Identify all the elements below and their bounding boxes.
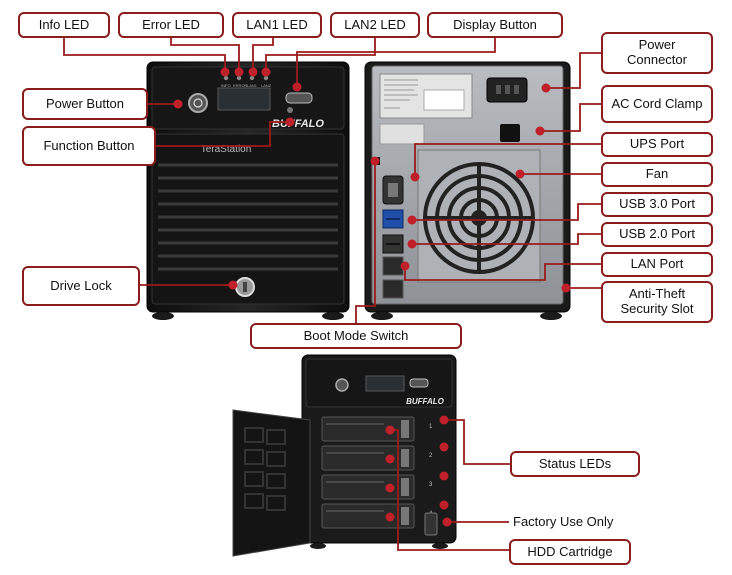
anti-theft-slot-callout: Anti-Theft Security Slot xyxy=(601,281,713,323)
open-door xyxy=(232,409,311,557)
front-grille xyxy=(158,163,338,271)
bay-number-1: 1 xyxy=(429,424,433,430)
leader-lan2-led xyxy=(265,37,376,72)
factory-port-graphic xyxy=(424,512,438,536)
leader-usb3-port xyxy=(412,203,601,221)
fan-callout: Fan xyxy=(601,162,713,187)
error-led-callout: Error LED xyxy=(118,12,224,38)
display-button-graphic xyxy=(285,92,313,104)
leader-error-led xyxy=(170,37,240,72)
function-button-graphic xyxy=(287,107,293,113)
leader-lan1-led xyxy=(252,37,274,72)
usb2-port-callout: USB 2.0 Port xyxy=(601,222,713,247)
power-button-graphic xyxy=(188,93,208,113)
info-led-callout: Info LED xyxy=(18,12,110,38)
led-label-info: INFO xyxy=(221,83,231,88)
drive-lock-callout: Drive Lock xyxy=(22,266,140,306)
bay-number-2: 2 xyxy=(429,453,433,459)
drive-bays xyxy=(321,416,415,529)
open-brand-logo: BUFFALO xyxy=(406,397,445,406)
leader-display-button xyxy=(296,37,496,87)
usb3-port-callout: USB 3.0 Port xyxy=(601,192,713,217)
leader-lan-port xyxy=(404,263,601,281)
led-label-error: ERROR xyxy=(233,83,248,88)
hdd-cartridge-callout: HDD Cartridge xyxy=(509,539,631,565)
lan2-led-callout: LAN2 LED xyxy=(330,12,420,38)
cord-clamp-graphic xyxy=(500,124,520,142)
leader-ups-port xyxy=(414,143,601,177)
open-unit: BUFFALO 1 2 3 4 xyxy=(232,354,457,557)
back-unit xyxy=(364,61,571,320)
power-connector-callout: Power Connector xyxy=(601,32,713,74)
fan-guard xyxy=(423,162,535,274)
front-unit: INFO ERROR LAN1 LAN2 BUFFALO TeraStation xyxy=(146,61,350,320)
callout-dots xyxy=(173,67,571,527)
display-button-callout: Display Button xyxy=(427,12,563,38)
leader-function-button xyxy=(156,121,290,147)
led-label-lan2: LAN2 xyxy=(261,83,272,88)
lan-port-callout: LAN Port xyxy=(601,252,713,277)
front-brand-logo: BUFFALO xyxy=(272,118,324,130)
factory-use-only-label: Factory Use Only xyxy=(513,514,614,529)
leader-lines xyxy=(63,37,601,551)
ups-port-callout: UPS Port xyxy=(601,132,713,157)
leader-status-leds xyxy=(444,419,510,465)
led-label-lan1: LAN1 xyxy=(247,83,258,88)
lcd-display xyxy=(217,87,271,111)
leader-power-connector xyxy=(546,52,601,89)
lan-port-graphic-1 xyxy=(382,256,404,276)
lan1-led-callout: LAN1 LED xyxy=(232,12,322,38)
leader-usb2-port xyxy=(412,233,601,245)
leader-ac-cord-clamp xyxy=(540,103,601,132)
leader-info-led xyxy=(63,37,226,72)
leader-boot-mode-switch xyxy=(355,161,376,323)
ac-cord-clamp-callout: AC Cord Clamp xyxy=(601,85,713,123)
led-label-texts: INFO ERROR LAN1 LAN2 xyxy=(221,83,272,88)
front-leds xyxy=(223,75,269,81)
power-button-callout: Power Button xyxy=(22,88,148,120)
bay-number-3: 3 xyxy=(429,482,433,488)
lan-port-graphic-2 xyxy=(382,279,404,299)
function-button-callout: Function Button xyxy=(22,126,156,166)
front-model-name: TeraStation xyxy=(201,144,252,155)
boot-mode-switch-callout: Boot Mode Switch xyxy=(250,323,462,349)
status-leds-callout: Status LEDs xyxy=(510,451,640,477)
